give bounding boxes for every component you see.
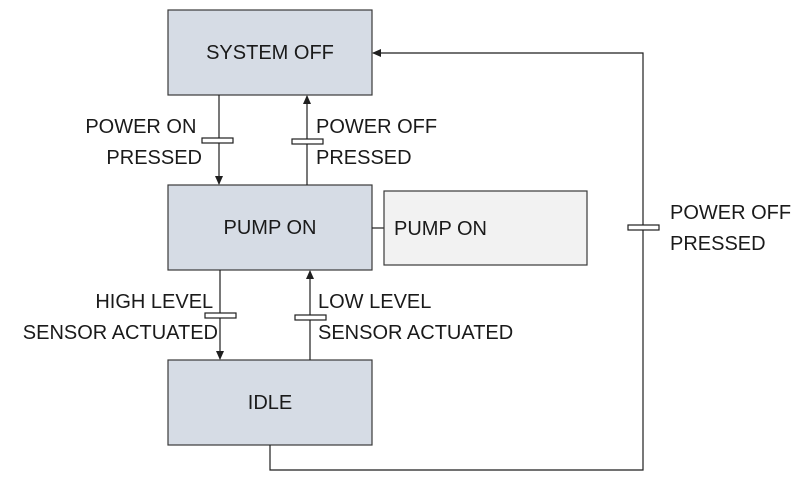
state-system-off-label: SYSTEM OFF (206, 42, 334, 64)
transition-power-off-idle: POWER OFF PRESSED (269, 49, 797, 471)
transition-power-off-idle-bar (627, 224, 660, 231)
state-system-off-box (167, 9, 373, 96)
transition-power-on-bar (201, 137, 234, 144)
transition-power-off-idle-arrow (269, 49, 644, 471)
transition-low-level: LOW LEVEL SENSOR ACTUATED (294, 270, 513, 360)
action-pump-on: PUMP ON (372, 190, 588, 266)
state-idle: IDLE (167, 359, 373, 446)
transition-power-off-pump-label: POWER OFF PRESSED (316, 116, 443, 169)
state-pump-on-label: PUMP ON (224, 217, 317, 239)
transition-high-level-bar (204, 312, 237, 319)
transition-high-level: HIGH LEVEL SENSOR ACTUATED (23, 270, 237, 360)
state-idle-label: IDLE (248, 392, 292, 414)
state-pump-on: PUMP ON (167, 184, 373, 271)
state-system-off: SYSTEM OFF (167, 9, 373, 96)
transition-high-level-label: HIGH LEVEL SENSOR ACTUATED (23, 291, 218, 344)
action-pump-on-label: PUMP ON (394, 218, 487, 240)
transition-low-level-label: LOW LEVEL SENSOR ACTUATED (318, 291, 513, 344)
state-idle-box (167, 359, 373, 446)
transition-power-off-idle-label: POWER OFF PRESSED (670, 202, 797, 255)
transition-power-off-pump-bar (291, 138, 324, 145)
transition-low-level-bar (294, 314, 327, 321)
transition-power-on-label: POWER ON PRESSED (85, 116, 202, 169)
transition-power-off-pump: POWER OFF PRESSED (291, 95, 443, 185)
transition-power-on: POWER ON PRESSED (85, 95, 234, 185)
action-pump-on-box (383, 190, 588, 266)
state-pump-on-box (167, 184, 373, 271)
